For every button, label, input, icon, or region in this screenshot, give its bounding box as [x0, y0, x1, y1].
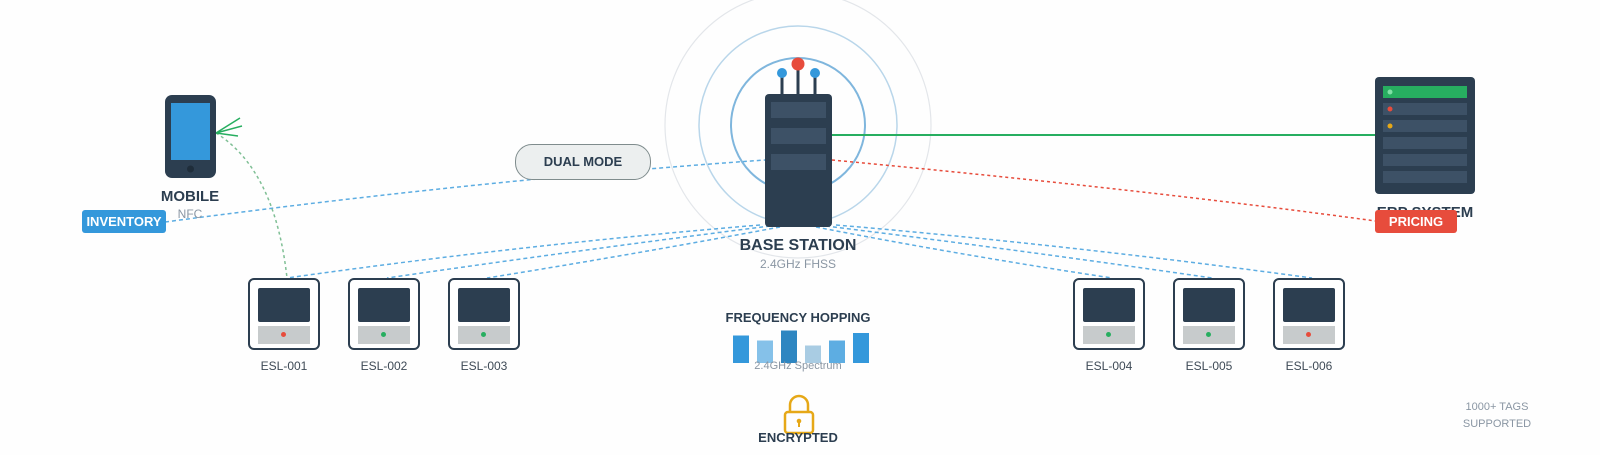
esl-tag-label: ESL-001 [260, 359, 308, 373]
esl-tag [1073, 278, 1145, 350]
esl-screen [1083, 288, 1135, 322]
esl-status-panel [458, 326, 510, 344]
frequency-bar [829, 340, 845, 363]
esl-status-panel [358, 326, 410, 344]
esl-tag [348, 278, 420, 350]
esl-tag-label: ESL-003 [460, 359, 508, 373]
base-station-subtitle: 2.4GHz FHSS [759, 257, 837, 271]
inventory-badge: INVENTORY [82, 210, 166, 233]
dual-mode-pill: DUAL MODE [515, 144, 651, 180]
esl-screen [1183, 288, 1235, 322]
esl-link-5 [825, 225, 1213, 279]
esl-status-dot [1306, 332, 1311, 337]
esl-status-panel [258, 326, 310, 344]
esl-screen [458, 288, 510, 322]
base-station-icon [765, 57, 832, 227]
esl-link-1 [286, 224, 761, 279]
esl-tag-label: ESL-002 [360, 359, 408, 373]
esl-status-panel [1083, 326, 1135, 344]
esl-tag [448, 278, 520, 350]
frequency-bar [733, 335, 749, 363]
esl-status-dot [381, 332, 386, 337]
frequency-bars [733, 330, 869, 363]
esl-screen [258, 288, 310, 322]
esl-screen [1283, 288, 1335, 322]
esl-tag-label: ESL-006 [1285, 359, 1333, 373]
tag-capacity-note: 1000+ TAGS SUPPORTED [1462, 399, 1532, 433]
esl-status-dot [1106, 332, 1111, 337]
lock-icon [783, 394, 815, 435]
esl-tag [248, 278, 320, 350]
signal-ring-outer [664, 0, 932, 259]
mobile-title: MOBILE [160, 188, 220, 205]
frequency-bar [805, 345, 821, 363]
erp-server-icon [1375, 77, 1475, 194]
esl-link-4 [815, 226, 1113, 279]
esl-status-dot [1206, 332, 1211, 337]
esl-status-panel [1283, 326, 1335, 344]
esl-link-2 [386, 225, 771, 279]
tag-capacity-line-2: SUPPORTED [1462, 418, 1532, 430]
esl-link-6 [835, 224, 1313, 279]
esl-tag [1273, 278, 1345, 350]
nfc-link [215, 132, 288, 279]
frequency-subtitle: 2.4GHz Spectrum [754, 360, 842, 372]
esl-status-panel [1183, 326, 1235, 344]
esl-status-dot [481, 332, 486, 337]
mobile-phone-icon [165, 95, 216, 178]
mobile-subtitle: NFC [177, 207, 203, 221]
esl-tag-label: ESL-005 [1185, 359, 1233, 373]
pricing-badge: PRICING [1375, 210, 1457, 233]
frequency-bar [781, 330, 797, 363]
esl-tag-label: ESL-004 [1085, 359, 1133, 373]
encrypted-label: ENCRYPTED [758, 430, 838, 445]
nfc-wave-icon [215, 117, 243, 137]
frequency-bar [853, 333, 869, 363]
tag-capacity-line-1: 1000+ TAGS [1465, 401, 1529, 413]
base-station-title: BASE STATION [739, 237, 857, 254]
pricing-link [831, 159, 1384, 223]
esl-screen [358, 288, 410, 322]
frequency-title: FREQUENCY HOPPING [725, 310, 871, 325]
esl-tag [1173, 278, 1245, 350]
frequency-bar [757, 340, 773, 363]
esl-link-3 [486, 226, 781, 279]
esl-status-dot [281, 332, 286, 337]
mobile-base-link [164, 159, 766, 223]
